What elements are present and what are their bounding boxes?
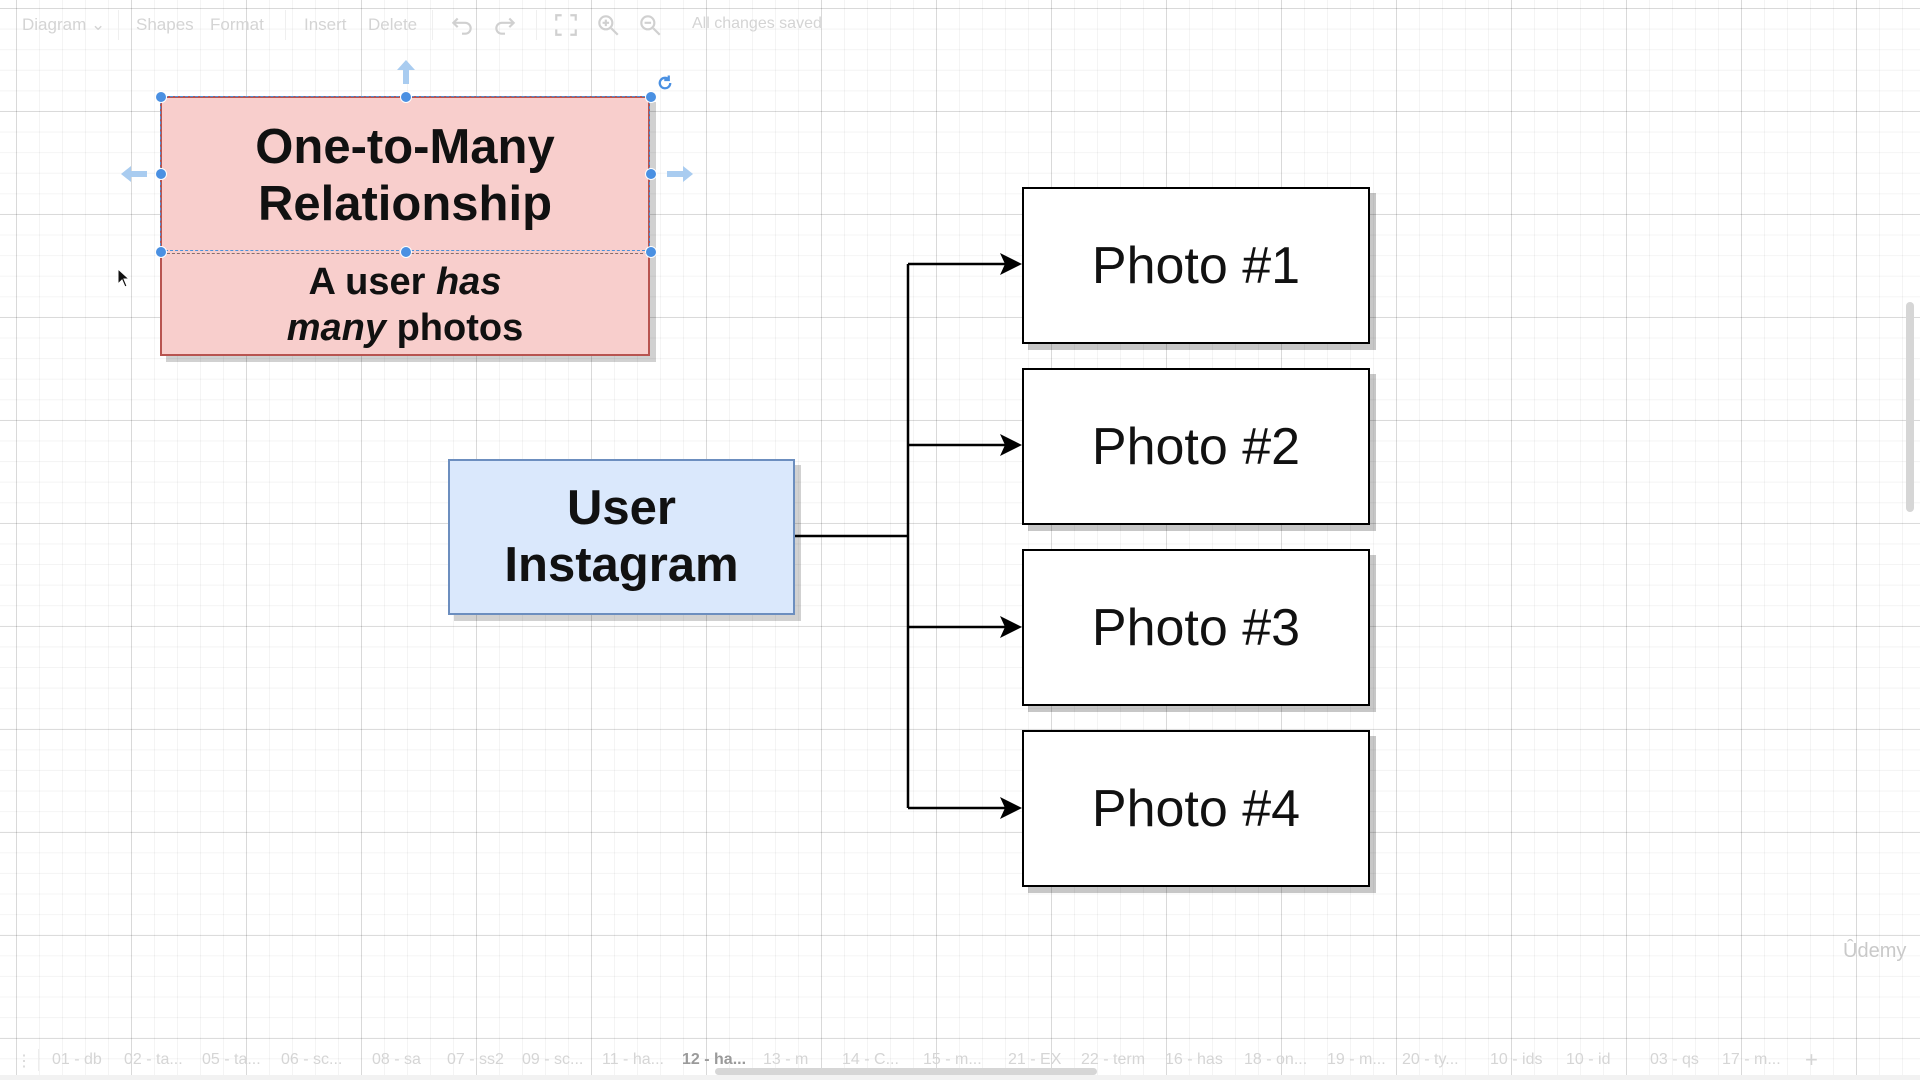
page-tab[interactable]: 13 - m — [763, 1051, 809, 1068]
arrowhead-1 — [1000, 253, 1022, 275]
format-button[interactable]: Format — [210, 15, 264, 34]
page-tab[interactable]: 02 - ta... — [124, 1051, 183, 1068]
bottom-edge — [0, 1075, 1920, 1080]
photo-shape-2[interactable]: Photo #2 — [1022, 368, 1370, 525]
undo-icon[interactable] — [449, 12, 475, 38]
title-line-2: Relationship — [257, 176, 553, 231]
rotate-icon[interactable] — [656, 74, 674, 92]
redo-icon[interactable] — [492, 12, 518, 38]
page-tab[interactable]: 09 - sc... — [522, 1051, 584, 1068]
subtitle-text: A user has many photos — [162, 254, 648, 356]
subtitle-emphasis: many — [286, 307, 387, 349]
subtitle-fragment: photos — [386, 307, 524, 349]
save-status: All changes saved — [692, 15, 822, 32]
resize-handle[interactable] — [645, 91, 657, 103]
page-tab[interactable]: 20 - ty... — [1402, 1051, 1459, 1068]
page-tab[interactable]: 21 - EX — [1008, 1051, 1062, 1068]
resize-handle[interactable] — [155, 246, 167, 258]
title-line-1: One-to-Many — [255, 119, 555, 174]
user-label-line-2: Instagram — [504, 538, 739, 592]
toolbar: Diagram ⌄ Shapes Format Insert Delete Al… — [0, 0, 1920, 50]
page-tab[interactable]: 16 - has — [1165, 1051, 1223, 1068]
page-tab[interactable]: 03 - qs — [1650, 1051, 1699, 1068]
subtitle-emphasis: has — [435, 261, 502, 303]
resize-handle[interactable] — [400, 91, 412, 103]
resize-handle[interactable] — [155, 168, 167, 180]
arrowhead-4 — [1000, 797, 1022, 819]
arrowhead-2 — [1000, 434, 1022, 456]
diagram-menu[interactable]: Diagram ⌄ — [22, 15, 106, 34]
arrow-left-icon[interactable] — [119, 164, 149, 184]
toolbar-divider — [118, 10, 119, 40]
arrow-up-icon[interactable] — [395, 58, 417, 86]
page-tab[interactable]: 14 - C... — [842, 1051, 899, 1068]
zoom-out-icon[interactable] — [637, 12, 663, 38]
vertical-scrollbar[interactable] — [1906, 302, 1914, 512]
resize-handle[interactable] — [400, 246, 412, 258]
title-shape[interactable]: One-to-Many Relationship A user has many… — [160, 96, 650, 356]
arrow-right-icon[interactable] — [665, 164, 695, 184]
resize-handle[interactable] — [645, 246, 657, 258]
tab-divider — [38, 1049, 39, 1071]
chevron-down-icon: ⌄ — [90, 15, 106, 34]
page-tab-active[interactable]: 12 - ha... — [682, 1051, 747, 1068]
arrowhead-3 — [1000, 616, 1022, 638]
subtitle-fragment: A user — [308, 261, 436, 303]
delete-button[interactable]: Delete — [368, 15, 418, 34]
toolbar-divider — [285, 10, 286, 40]
insert-button[interactable]: Insert — [304, 15, 347, 34]
page-tab[interactable]: 19 - m... — [1327, 1051, 1386, 1068]
page-tab[interactable]: 07 - ss2 — [447, 1051, 504, 1068]
page-tab[interactable]: 15 - m... — [923, 1051, 982, 1068]
photo-shape-3[interactable]: Photo #3 — [1022, 549, 1370, 706]
add-page-icon[interactable]: + — [1805, 1047, 1818, 1072]
page-tab[interactable]: 05 - ta... — [202, 1051, 261, 1068]
photo-shape-1[interactable]: Photo #1 — [1022, 187, 1370, 344]
page-tab[interactable]: 18 - on... — [1244, 1051, 1308, 1068]
toolbar-divider — [536, 10, 537, 40]
page-tab[interactable]: 10 - id — [1566, 1051, 1611, 1068]
user-shape[interactable]: User Instagram — [448, 459, 795, 615]
page-tab[interactable]: 10 - ids — [1490, 1051, 1543, 1068]
zoom-in-icon[interactable] — [595, 12, 621, 38]
title-text: One-to-Many Relationship — [162, 98, 648, 253]
shapes-button[interactable]: Shapes — [136, 15, 194, 34]
page-tabs: ⋮ 01 - db 02 - ta... 05 - ta... 06 - sc.… — [0, 1045, 1920, 1075]
photo-shape-4[interactable]: Photo #4 — [1022, 730, 1370, 887]
page-tab[interactable]: 17 - m... — [1722, 1051, 1781, 1068]
horizontal-scrollbar[interactable] — [715, 1068, 1097, 1075]
resize-handle[interactable] — [645, 168, 657, 180]
fullscreen-icon[interactable] — [553, 12, 579, 38]
page-tab[interactable]: 06 - sc... — [281, 1051, 343, 1068]
page-tab[interactable]: 22 - term — [1081, 1051, 1146, 1068]
udemy-watermark: Ûdemy — [1843, 940, 1907, 962]
resize-handle[interactable] — [155, 91, 167, 103]
mouse-cursor-icon — [117, 268, 131, 288]
page-tab[interactable]: 01 - db — [52, 1051, 102, 1068]
page-menu-icon[interactable]: ⋮ — [16, 1053, 32, 1070]
page-tab[interactable]: 11 - ha... — [602, 1051, 664, 1068]
user-label-line-1: User — [567, 481, 676, 535]
toolbar-divider — [432, 10, 433, 40]
page-tab[interactable]: 08 - sa — [372, 1051, 421, 1068]
